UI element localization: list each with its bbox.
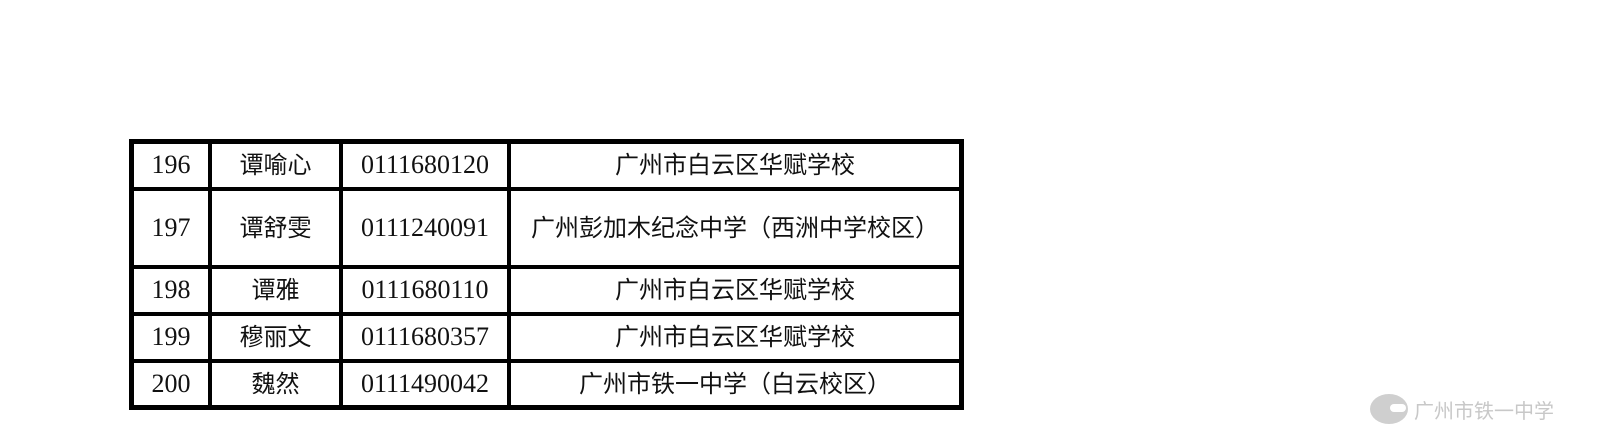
row-number: 196 xyxy=(129,139,212,191)
student-name: 穆丽文 xyxy=(208,311,343,363)
table-row: 197 谭舒雯 0111240091 广州彭加木纪念中学（西洲中学校区） xyxy=(129,186,964,269)
student-table: 196 谭喻心 0111680120 广州市白云区华赋学校 197 谭舒雯 01… xyxy=(129,139,964,410)
school-name: 广州市白云区华赋学校 xyxy=(507,311,964,363)
table-row: 200 魏然 0111490042 广州市铁一中学（白云校区） xyxy=(129,358,964,410)
school-name: 广州市白云区华赋学校 xyxy=(507,139,964,191)
table-row: 196 谭喻心 0111680120 广州市白云区华赋学校 xyxy=(129,139,964,191)
student-id: 0111240091 xyxy=(339,186,511,269)
student-name: 谭舒雯 xyxy=(208,186,343,269)
table-row: 198 谭雅 0111680110 广州市白云区华赋学校 xyxy=(129,264,964,316)
row-number: 199 xyxy=(129,311,212,363)
student-name: 谭雅 xyxy=(208,264,343,316)
watermark: 广州市铁一中学 xyxy=(1370,394,1554,424)
student-id: 0111680120 xyxy=(339,139,511,191)
student-id: 0111490042 xyxy=(339,358,511,410)
school-logo-icon xyxy=(1370,394,1408,424)
school-name: 广州彭加木纪念中学（西洲中学校区） xyxy=(507,186,964,269)
row-number: 198 xyxy=(129,264,212,316)
watermark-text: 广州市铁一中学 xyxy=(1414,398,1554,423)
student-name: 谭喻心 xyxy=(208,139,343,191)
student-name: 魏然 xyxy=(208,358,343,410)
table-row: 199 穆丽文 0111680357 广州市白云区华赋学校 xyxy=(129,311,964,363)
student-id: 0111680357 xyxy=(339,311,511,363)
school-name: 广州市铁一中学（白云校区） xyxy=(507,358,964,410)
student-id: 0111680110 xyxy=(339,264,511,316)
row-number: 200 xyxy=(129,358,212,410)
school-name: 广州市白云区华赋学校 xyxy=(507,264,964,316)
row-number: 197 xyxy=(129,186,212,269)
